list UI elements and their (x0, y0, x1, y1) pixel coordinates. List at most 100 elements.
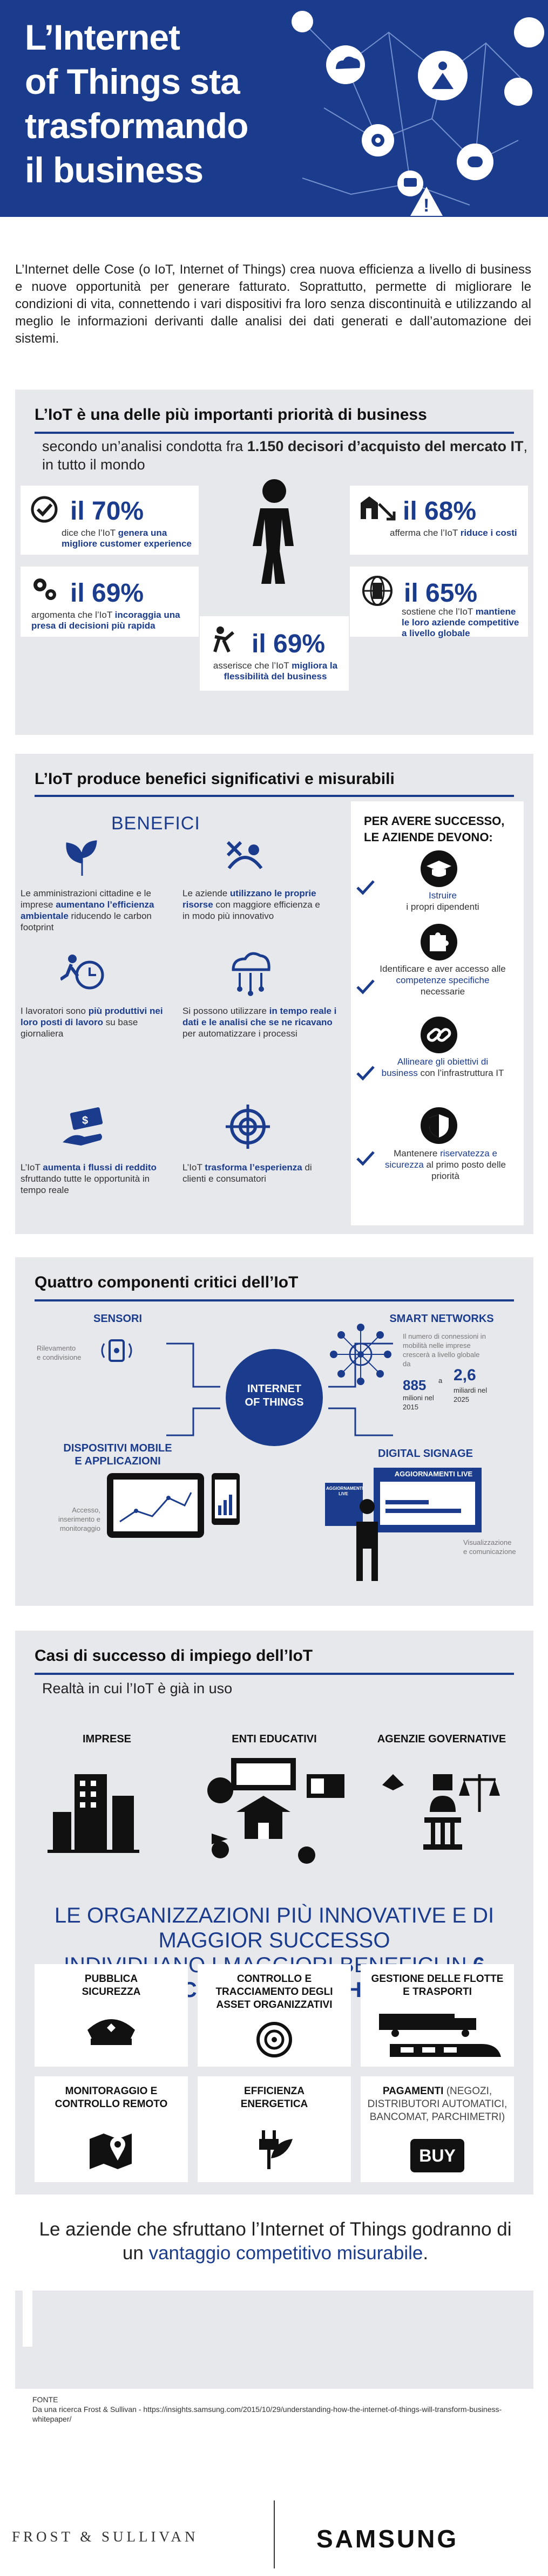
money-hand-icon: $ (63, 1107, 103, 1146)
area-title-line: CONTROLLO REMOTO (55, 2098, 168, 2110)
stat-highlight: mantiene le loro aziende competitive a l… (402, 606, 519, 638)
stat-text: sostiene che l’IoT (402, 606, 476, 617)
benefit-text-part: su base giornaliera (21, 1017, 138, 1039)
benefit-highlight: trasforma l’esperienza (205, 1162, 302, 1173)
stat-description: dice che l’IoT genera una migliore custo… (62, 528, 197, 549)
iot-network-illustration: ! (292, 11, 544, 216)
buy-button-icon: BUY (410, 2139, 464, 2172)
stat-highlight: genera una migliore customer experience (62, 528, 192, 549)
brand-divider (274, 2500, 275, 2568)
area-title-line: SICUREZZA (82, 1986, 141, 1998)
stat-card: il 69% asserisce che l’IoT migliora la f… (200, 616, 349, 691)
benefit-text-part: I lavoratori sono (21, 1006, 89, 1016)
section-divider (35, 1299, 514, 1301)
stat-text: afferma che l’IoT (390, 528, 461, 538)
title-line: of Things sta (25, 62, 240, 101)
brand-footer: FROST & SULLIVAN SAMSUNG (0, 2493, 548, 2576)
area-title-line: ASSET ORGANIZZATIVI (216, 1999, 333, 2011)
area-title-line: PAGAMENTI (382, 2086, 444, 2097)
survey-note-text: , in tutto il mondo (42, 438, 527, 473)
requirement-highlight: Istruire (429, 890, 457, 901)
section-subtitle: Realtà in cui l’IoT è già in uso (42, 1680, 233, 1696)
check-icon (356, 1151, 375, 1166)
note-line: Visualizzazione (463, 1538, 512, 1546)
benefit-highlight: in tempo reale i dati e le analisi che s… (182, 1006, 337, 1027)
check-icon (356, 1066, 375, 1081)
benefit-text-part: di clienti e consumatori (182, 1162, 312, 1184)
note-line: inserimento e (58, 1515, 100, 1523)
hero-banner: ! L’Internet of Things sta trasformando … (0, 0, 548, 217)
category-business: IMPRESE (82, 1733, 132, 1745)
categories-icons (48, 1758, 500, 1864)
buildings-icon (48, 1774, 139, 1853)
stat-card: il 69% argomenta che l’IoT incoraggia un… (21, 567, 199, 637)
iot-hub-circle (226, 1349, 323, 1446)
requirement-text-part: al primo posto delle priorità (423, 1160, 506, 1181)
connections-2025-value: 2,6 (454, 1366, 476, 1384)
shield-icon (421, 1107, 457, 1144)
requirement-highlight: competenze specifiche (396, 975, 490, 985)
source-label: FONTE (32, 2395, 58, 2404)
benefit-text-part: L’IoT (182, 1162, 205, 1173)
heading-line: DISPOSITIVI MOBILE (63, 1442, 172, 1454)
requirement-text: Allineare gli obiettivi di business con … (378, 1056, 508, 1079)
stat-description: asserisce che l’IoT migliora la flessibi… (207, 660, 343, 682)
graduation-cap-icon (421, 850, 457, 887)
area-title-line: E TRASPORTI (403, 1986, 472, 1998)
priority-section: L’IoT è una delle più importanti priorit… (15, 390, 533, 735)
plug-leaf-icon (259, 2130, 293, 2169)
sensors-heading: SENSORI (93, 1313, 143, 1325)
success-cases-section: Casi di successo di impiego dell’IoT Rea… (15, 1631, 533, 2195)
section-title: L’IoT produce benefici significativi e m… (35, 770, 395, 788)
cost-reduction-icon (361, 496, 396, 521)
stat-description: afferma che l’IoT riduce i costi (390, 528, 519, 539)
connections-a: a (438, 1376, 443, 1385)
section-divider (35, 432, 514, 434)
benefit-text-part: riducendo le carbon footprint (21, 911, 152, 932)
tracking-signal-icon (256, 2022, 292, 2057)
area-title-line: PUBBLICA (84, 1973, 138, 1985)
survey-note-text: secondo un’analisi condotta fra (42, 438, 247, 454)
businesswoman-icon (253, 479, 294, 584)
requirement-text: Identificare e aver accesso alle compete… (378, 963, 508, 997)
small-screen-icon (325, 1483, 363, 1526)
area-title-line: ENERGETICA (240, 2098, 308, 2110)
area-title-line: (NEGOZI, DISTRIBUTORI AUTOMATICI, BANCOM… (367, 2086, 508, 2123)
category-education: ENTI EDUCATIVI (232, 1733, 317, 1745)
area-title-line: GESTIONE DELLE FLOTTE (371, 1973, 504, 1985)
stat-highlight: riduce i costi (460, 528, 517, 538)
benefit-highlight: utilizzano le proprie risorse (182, 888, 316, 910)
requirement-text-part: con l’infrastruttura IT (417, 1068, 504, 1078)
benefit-text-part: L’IoT (21, 1162, 43, 1173)
section-title: Quattro componenti critici dell’IoT (35, 1273, 299, 1291)
running-stopwatch-icon (60, 955, 104, 990)
footer-accent (23, 2291, 32, 2347)
success-requirements-panel: PER AVERE SUCCESSO, LE AZIENDE DEVONO: I… (351, 801, 524, 1225)
flexibility-icon (213, 626, 234, 653)
source-note: FONTE Da una ricerca Frost & Sullivan - … (32, 2395, 508, 2424)
section-divider (35, 1673, 514, 1675)
benefits-heading: BENEFICI (111, 813, 200, 834)
category-government: AGENZIE GOVERNATIVE (377, 1733, 506, 1745)
panel-title-line: LE AZIENDE DEVONO: (364, 830, 493, 844)
components-diagram (101, 1324, 482, 1581)
map-pin-icon (90, 2134, 132, 2169)
stat-card: il 70% dice che l’IoT genera una miglior… (21, 486, 199, 555)
education-icon (207, 1758, 344, 1864)
stat-percent: il 69% (252, 630, 326, 658)
stat-description: sostiene che l’IoT mantiene le loro azie… (402, 606, 523, 639)
benefit-text: Le amministrazioni cittadine e le impres… (21, 888, 161, 933)
components-section: Quattro componenti critici dell’IoT (15, 1257, 533, 1606)
panel-title-line: PER AVERE SUCCESSO, (364, 814, 505, 828)
truck-train-icon (379, 2014, 501, 2057)
requirement-text-part: Mantenere (394, 1148, 441, 1158)
link-icon (421, 1017, 457, 1053)
target-icon (226, 1105, 270, 1149)
